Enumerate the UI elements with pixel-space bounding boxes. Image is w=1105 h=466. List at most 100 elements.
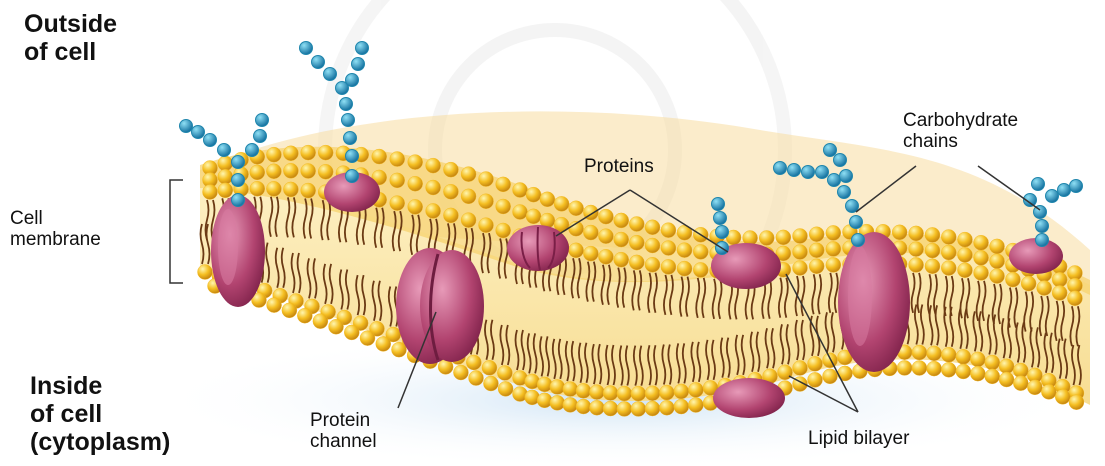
phospholipid-head	[1069, 395, 1084, 410]
phospholipid-head	[526, 187, 541, 202]
phospholipid-head	[318, 164, 333, 179]
carbohydrate-bead	[840, 170, 853, 183]
phospholipid-head	[807, 372, 822, 387]
proteins-label: Proteins	[584, 156, 654, 177]
phospholipid-head	[250, 181, 265, 196]
cell-membrane-label: Cellmembrane	[10, 208, 101, 251]
carbohydrate-bead	[852, 234, 865, 247]
phospholipid-head	[218, 169, 233, 184]
carbohydrate-bead	[324, 68, 337, 81]
phospholipid-head	[496, 223, 511, 238]
carbohydrate-bead	[1058, 184, 1071, 197]
phospholipid-head	[661, 240, 676, 255]
phospholipid-head	[614, 213, 629, 228]
phospholipid-head	[693, 244, 708, 259]
phospholipid-head	[283, 146, 298, 161]
phospholipid-head	[576, 399, 591, 414]
phospholipid-head	[990, 254, 1005, 269]
phospholipid-head	[809, 227, 824, 242]
phospholipid-head	[598, 249, 613, 264]
phospholipid-head	[301, 163, 316, 178]
phospholipid-head	[554, 196, 569, 211]
phospholipid-head	[461, 213, 476, 228]
phospholipid-head	[759, 230, 774, 245]
phospholipid-head	[1013, 376, 1028, 391]
phospholipid-head	[826, 241, 841, 256]
phospholipid-head	[999, 359, 1014, 374]
phospholipid-head	[631, 386, 646, 401]
phospholipid-head	[677, 261, 692, 276]
carbohydrate-bead	[1070, 180, 1083, 193]
carbohydrate-bead	[712, 198, 725, 211]
phospholipid-head	[603, 401, 618, 416]
carbohydrate-bead	[232, 174, 245, 187]
phospholipid-head	[498, 381, 513, 396]
globular-protein-surface	[507, 225, 569, 271]
phospholipid-head	[266, 147, 281, 162]
phospholipid-head	[645, 220, 660, 235]
phospholipid-head	[266, 181, 281, 196]
phospholipid-head	[443, 162, 458, 177]
phospholipid-head	[617, 386, 632, 401]
phospholipid-head	[645, 386, 660, 401]
phospholipid-head	[645, 238, 660, 253]
phospholipid-head	[793, 245, 808, 260]
inside-of-cell-label: Insideof cell(cytoplasm)	[30, 372, 170, 456]
phospholipid-head	[912, 360, 927, 375]
protein-channel	[396, 248, 484, 364]
phospholipid-head	[809, 259, 824, 274]
phospholipid-head	[807, 356, 822, 371]
phospholipid-head	[925, 243, 940, 258]
phospholipid-head	[426, 180, 441, 195]
carbohydrate-bead	[1046, 190, 1059, 203]
carbohydrate-bead	[340, 98, 353, 111]
phospholipid-head	[443, 208, 458, 223]
phospholipid-head	[912, 345, 927, 360]
carbohydrate-bead	[192, 126, 205, 139]
phospholipid-head	[614, 232, 629, 247]
phospholipid-head	[513, 205, 528, 220]
phospholipid-head	[344, 325, 359, 340]
carbohydrate-bead	[838, 186, 851, 199]
carbohydrate-bead	[824, 144, 837, 157]
phospholipid-head	[941, 245, 956, 260]
phospholipid-head	[390, 152, 405, 167]
phospholipid-head	[909, 242, 924, 257]
phospholipid-head	[661, 259, 676, 274]
phospholipid-head	[360, 331, 375, 346]
phospholipid-head	[598, 209, 613, 224]
phospholipid-head	[301, 145, 316, 160]
phospholipid-head	[837, 366, 852, 381]
membrane-bracket	[170, 180, 183, 283]
phospholipid-head	[483, 376, 498, 391]
phospholipid-head	[629, 255, 644, 270]
carbohydrate-bead	[204, 134, 217, 147]
phospholipid-head	[957, 263, 972, 278]
phospholipid-head	[603, 385, 618, 400]
phospholipid-head	[990, 239, 1005, 254]
phospholipid-head	[688, 397, 703, 412]
phospholipid-head	[408, 155, 423, 170]
phospholipid-head	[826, 257, 841, 272]
phospholipid-head	[426, 203, 441, 218]
phospholipid-head	[897, 360, 912, 375]
carbohydrate-bead	[802, 166, 815, 179]
phospholipid-head	[776, 230, 791, 245]
phospholipid-head	[956, 349, 971, 364]
phospholipid-head	[1005, 272, 1020, 287]
phospholipid-head	[941, 362, 956, 377]
phospholipid-head	[283, 182, 298, 197]
phospholipid-head	[793, 361, 808, 376]
carbohydrate-chains-label: Carbohydratechains	[903, 110, 1018, 153]
carbohydrate-bead	[356, 42, 369, 55]
phospholipid-head	[461, 189, 476, 204]
phospholipid-head	[569, 201, 584, 216]
phospholipid-head	[793, 261, 808, 276]
carbohydrate-bead	[788, 164, 801, 177]
carbohydrate-bead	[246, 144, 259, 157]
phospholipid-head	[496, 199, 511, 214]
phospholipid-head	[970, 366, 985, 381]
phospholipid-head	[203, 185, 218, 200]
phospholipid-head	[957, 232, 972, 247]
phospholipid-head	[589, 385, 604, 400]
